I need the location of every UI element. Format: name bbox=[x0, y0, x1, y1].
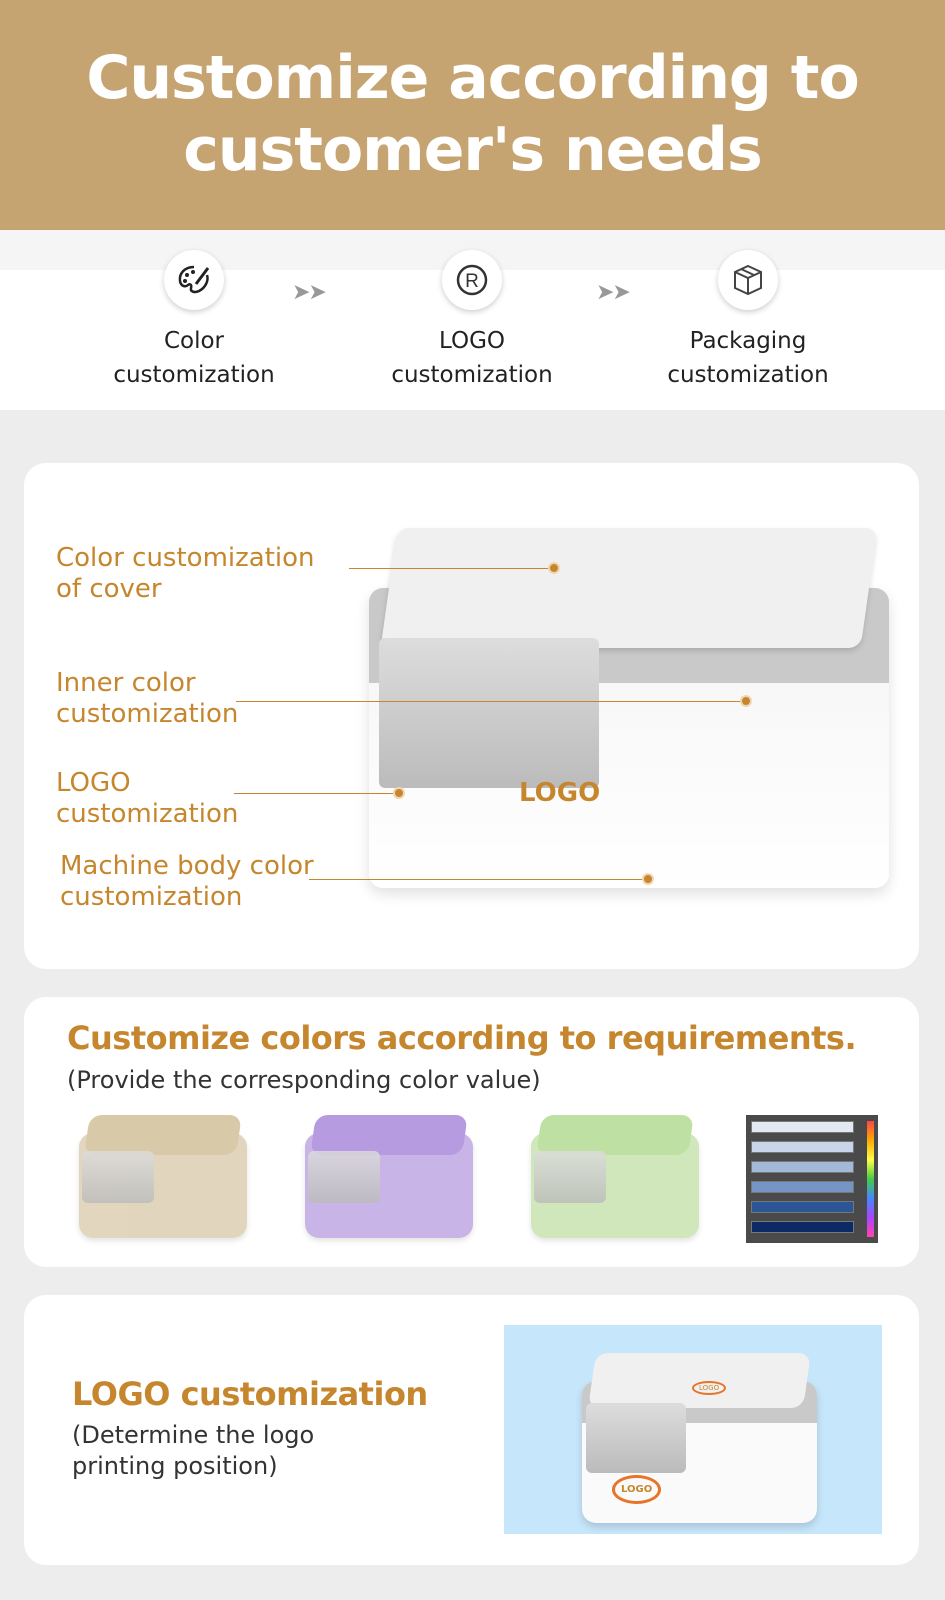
color-swatch bbox=[751, 1181, 854, 1193]
header-banner: Customize according to customer's needs bbox=[0, 0, 945, 230]
marker-dot bbox=[642, 873, 654, 885]
color-variant-device bbox=[531, 1115, 699, 1240]
arrow-icon: ➤➤ bbox=[292, 280, 327, 305]
customization-steps: Color customization ➤➤ R LOGO customizat… bbox=[0, 230, 945, 410]
color-swatch bbox=[751, 1221, 854, 1233]
color-swatch bbox=[751, 1141, 854, 1153]
color-variant-device bbox=[305, 1115, 473, 1240]
leader-line bbox=[234, 793, 399, 794]
step-label: LOGO bbox=[438, 328, 506, 354]
leader-line bbox=[349, 568, 554, 569]
front-logo: LOGO bbox=[612, 1475, 662, 1504]
device-logo: LOGO bbox=[519, 778, 601, 808]
step-label: customization bbox=[667, 362, 829, 388]
step-packaging: Packaging customization bbox=[638, 250, 858, 392]
step-label: customization bbox=[113, 362, 275, 388]
step-label: customization bbox=[391, 362, 553, 388]
color-variant-device bbox=[79, 1115, 247, 1240]
step-logo: R LOGO customization bbox=[362, 250, 582, 392]
leader-line bbox=[309, 879, 649, 880]
marker-dot bbox=[548, 562, 560, 574]
step-color: Color customization bbox=[84, 250, 304, 392]
colors-subtitle: (Provide the corresponding color value) bbox=[67, 1066, 541, 1094]
svg-text:R: R bbox=[465, 271, 479, 292]
title-line-2: customer's needs bbox=[183, 115, 762, 185]
spectrum-bar bbox=[867, 1121, 874, 1237]
step-label: Packaging bbox=[689, 328, 807, 354]
color-swatch bbox=[751, 1121, 854, 1133]
step-label: Color bbox=[163, 328, 225, 354]
marker-dot bbox=[393, 787, 405, 799]
colors-card: Customize colors according to requiremen… bbox=[24, 997, 919, 1267]
colors-title: Customize colors according to requiremen… bbox=[67, 1019, 857, 1057]
arrow-icon: ➤➤ bbox=[596, 280, 631, 305]
lid-logo: LOGO bbox=[692, 1381, 727, 1395]
device-image: LOGO bbox=[369, 528, 889, 918]
logo-title: LOGO customization bbox=[72, 1375, 428, 1413]
palette-icon bbox=[164, 250, 224, 310]
leader-line bbox=[236, 701, 746, 702]
registered-icon: R bbox=[442, 250, 502, 310]
marker-dot bbox=[740, 695, 752, 707]
box-icon bbox=[718, 250, 778, 310]
logo-preview-image: LOGO LOGO bbox=[504, 1325, 882, 1534]
color-swatch bbox=[751, 1201, 854, 1213]
color-swatch-chart bbox=[746, 1115, 878, 1243]
color-swatch bbox=[751, 1161, 854, 1173]
title-line-1: Customize according to bbox=[86, 43, 859, 113]
